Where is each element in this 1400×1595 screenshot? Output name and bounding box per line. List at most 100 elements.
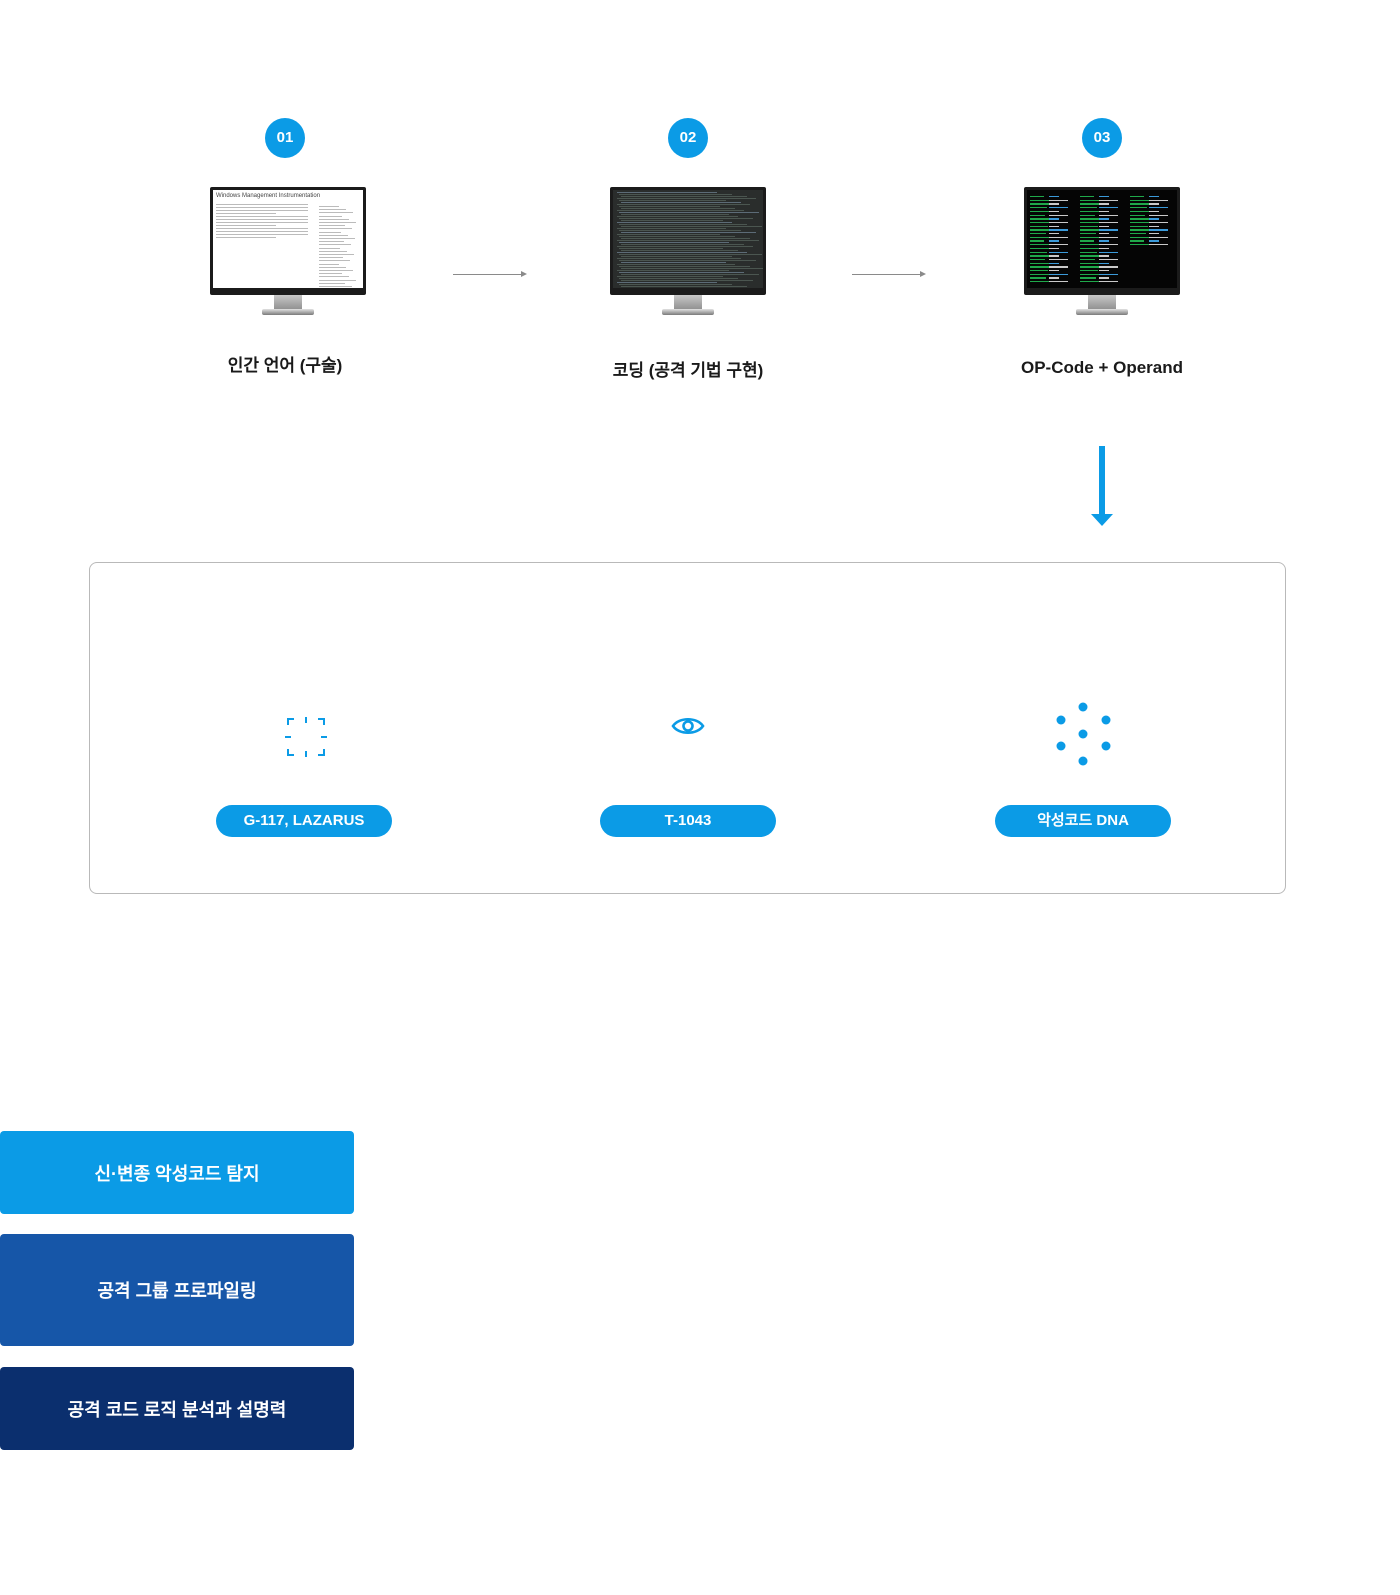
monitor-neck	[674, 295, 702, 311]
code-text-line	[617, 234, 720, 236]
disassembly-operand	[1049, 258, 1068, 261]
disassembly-line	[1030, 244, 1049, 246]
feature-label: 공격 그룹 프로파일링	[97, 1281, 257, 1301]
monitor-neck	[274, 295, 302, 311]
result-pill-malware-dna: 악성코드 DNA	[995, 805, 1171, 837]
code-text-line	[617, 270, 729, 272]
step-02: 02	[598, 118, 778, 158]
document-sidebar-line	[319, 218, 349, 220]
disassembly-line	[1030, 277, 1046, 279]
step-number-badge: 01	[265, 118, 305, 158]
disassembly-operand	[1099, 221, 1118, 224]
document-sidebar-line	[319, 254, 354, 255]
document-text-line	[216, 204, 308, 205]
code-text-line	[617, 222, 732, 224]
disassembly-operand	[1149, 240, 1159, 242]
disassembly-line	[1080, 244, 1099, 246]
code-text-line	[617, 228, 726, 230]
document-text-line	[216, 216, 308, 217]
monitor-screen: Windows Management Instrumentation	[210, 187, 366, 295]
code-text-line	[617, 282, 717, 284]
code-text-line	[621, 250, 738, 252]
disassembly-line	[1030, 258, 1045, 261]
document-sidebar-line	[319, 279, 356, 281]
disassembly-operand	[1049, 251, 1068, 253]
code-text-line	[617, 252, 747, 254]
disassembly-operand	[1149, 214, 1168, 216]
disassembly-operand	[1099, 240, 1109, 242]
code-text-line	[621, 232, 756, 234]
disassembly-line	[1080, 221, 1105, 224]
step-01: 01	[195, 118, 375, 158]
disassembly-operand	[1049, 196, 1059, 198]
disassembly-line	[1030, 196, 1044, 198]
document-sidebar-line	[319, 276, 349, 278]
document-sidebar-line	[319, 260, 350, 262]
disassembly-line	[1080, 270, 1098, 272]
disassembly-operand	[1149, 225, 1159, 227]
disassembly-operand	[1049, 236, 1068, 239]
document-text-line	[216, 210, 308, 211]
monitor-screen	[1024, 187, 1180, 295]
disassembly-line	[1030, 199, 1049, 202]
code-text-line	[621, 262, 726, 264]
document-sidebar-line	[319, 212, 353, 214]
disassembly-line	[1080, 199, 1099, 202]
disassembly-line	[1080, 262, 1100, 264]
dots-cluster-icon	[1056, 702, 1111, 766]
document-sidebar-line	[319, 206, 339, 207]
result-pill-attack-group: G-117, LAZARUS	[216, 805, 392, 837]
disassembly-line	[1080, 233, 1096, 235]
code-text-line	[617, 204, 750, 206]
code-text-line	[619, 266, 750, 268]
disassembly-operand	[1049, 262, 1059, 264]
disassembly-operand	[1049, 229, 1068, 231]
disassembly-operand	[1049, 247, 1059, 250]
disassembly-operand	[1099, 281, 1118, 283]
disassembly-operand	[1049, 273, 1068, 276]
code-text-line	[619, 242, 729, 244]
disassembly-line	[1030, 247, 1054, 250]
code-text-line	[619, 218, 753, 220]
disassembly-operand	[1099, 218, 1109, 220]
code-text-line	[621, 280, 753, 282]
code-text-line	[621, 226, 762, 228]
disassembly-line	[1080, 247, 1104, 250]
disassembly-line	[1030, 214, 1045, 216]
disassembly-operand	[1099, 251, 1118, 253]
code-text-line	[617, 258, 741, 260]
disassembly-line	[1080, 277, 1096, 279]
disassembly-operand	[1149, 203, 1159, 205]
document-sidebar-line	[319, 286, 352, 287]
document-text-line	[216, 228, 308, 229]
code-text-line	[619, 278, 738, 280]
code-text-line	[617, 210, 744, 212]
results-box	[89, 562, 1286, 894]
disassembly-operand	[1049, 221, 1068, 224]
disassembly-line	[1080, 281, 1101, 283]
document-sidebar-line	[319, 257, 343, 259]
step-label-opcode: OP-Code + Operand	[1021, 358, 1183, 377]
document-sidebar-line	[319, 247, 340, 249]
disassembly-line	[1030, 240, 1044, 242]
document-sidebar-line	[319, 228, 352, 230]
disassembly-operand	[1049, 225, 1059, 227]
feature-bar-profiling: 공격 그룹 프로파일링	[0, 1234, 354, 1346]
focus-frame-icon	[285, 717, 327, 757]
document-sidebar-line	[319, 282, 345, 284]
disassembly-operand	[1099, 203, 1109, 205]
disassembly-operand	[1049, 210, 1059, 213]
flow-arrow-2-3	[852, 271, 926, 277]
disassembly-line	[1130, 210, 1152, 213]
feature-bar-explainability: 공격 코드 로직 분석과 설명력	[0, 1367, 354, 1450]
disassembly-operand	[1099, 244, 1118, 246]
code-text-line	[621, 214, 729, 216]
code-text-line	[619, 206, 720, 208]
disassembly-line	[1030, 273, 1053, 276]
disassembly-line	[1030, 236, 1051, 239]
disassembly-operand	[1149, 207, 1168, 209]
disassembly-operand	[1149, 233, 1159, 235]
disassembly-operand	[1099, 214, 1118, 216]
disassembly-line	[1080, 196, 1094, 198]
disassembly-line	[1130, 199, 1149, 202]
